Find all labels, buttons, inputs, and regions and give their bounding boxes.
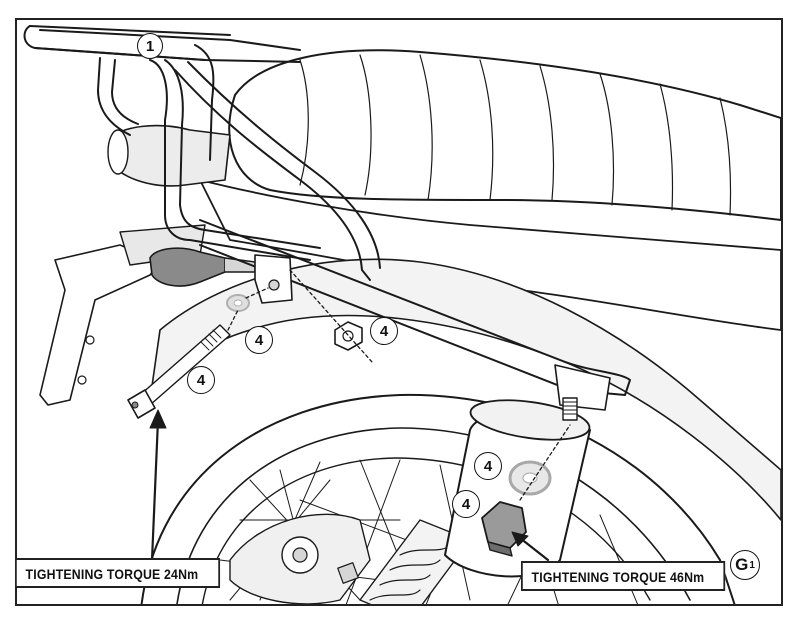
callout-part-4-washer: 4	[245, 326, 273, 354]
callout-part-4-bolt: 4	[187, 366, 215, 394]
figure-id-letter: G	[735, 555, 749, 574]
callout-part-4-hexbolt: 4	[452, 490, 480, 518]
seat	[228, 49, 781, 221]
arrow-left	[149, 409, 167, 562]
tail-light	[107, 124, 231, 187]
callout-part-1: 1	[137, 33, 163, 59]
arrow-right	[511, 531, 550, 562]
turn-signal	[149, 247, 256, 287]
long-bolt	[127, 324, 231, 419]
callout-part-4-nut: 4	[370, 317, 398, 345]
rack-mount-post	[554, 364, 611, 421]
torque-label-right: TIGHTENING TORQUE 46Nm	[521, 561, 726, 591]
rear-fender	[149, 179, 781, 521]
rack-bracket	[254, 254, 293, 304]
torque-label-left: TIGHTENING TORQUE 24Nm	[15, 558, 221, 588]
washer-left	[226, 294, 250, 312]
figure-id-number: 1	[749, 559, 755, 571]
luggage-rack	[23, 25, 631, 396]
assembly-guide-lines	[227, 269, 571, 501]
washer-right	[508, 460, 552, 496]
callout-part-4-washer-right: 4	[474, 452, 502, 480]
